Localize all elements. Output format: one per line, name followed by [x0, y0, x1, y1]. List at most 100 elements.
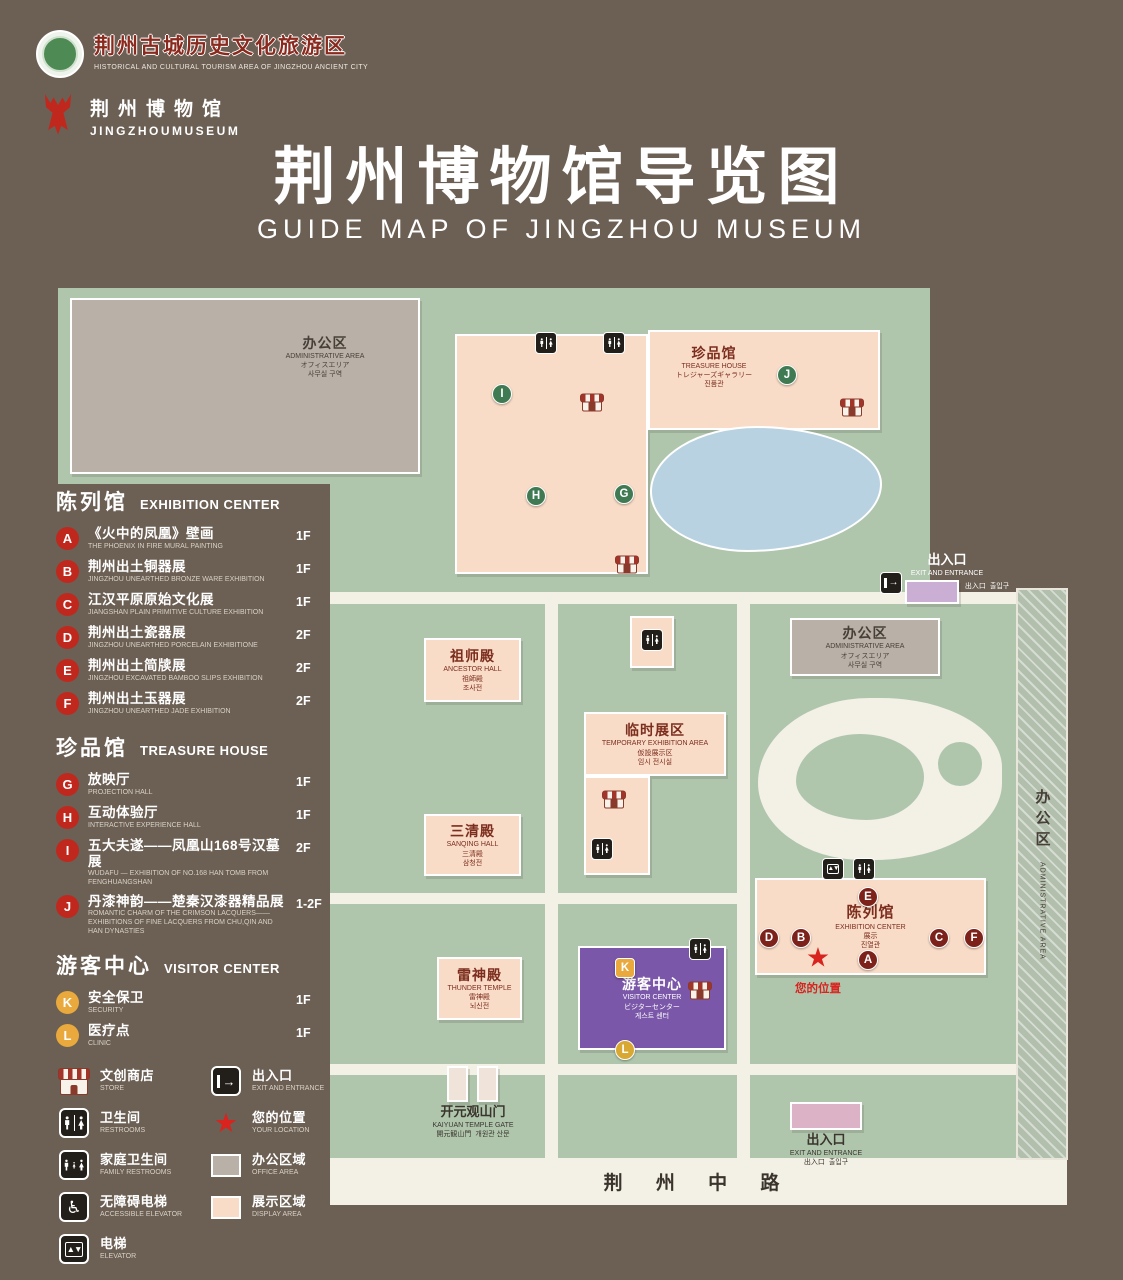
legend-item-name-cn: 江汉平原原始文化展 — [88, 592, 214, 607]
legend-item-name-en: WUDAFU — EXHIBITION OF NO.168 HAN TOMB F… — [88, 870, 269, 886]
map-store-icon — [688, 981, 712, 1000]
legend-item-letter: I — [56, 839, 79, 862]
store-icon — [58, 1067, 90, 1095]
office-area-swatch — [211, 1153, 241, 1177]
your-location-label: 您的位置 — [795, 983, 841, 995]
exit-bottom-gate — [790, 1102, 862, 1130]
building-administrative-area-topleft: 办公区 ADMINISTRATIVE AREA オフィスエリア 사무실 구역 — [70, 298, 420, 474]
map-store-icon — [602, 790, 626, 809]
legend-symbol-name-en: EXIT AND ENTRANCE — [252, 1084, 325, 1092]
legend-item-name-cn: 放映厅 — [88, 772, 130, 787]
exit-top-gate — [905, 580, 959, 604]
restroom-icon — [535, 332, 557, 354]
map-restroom-icon — [603, 332, 625, 354]
map-restroom-icon — [591, 838, 613, 860]
legend-item-name-en: INTERACTIVE EXPERIENCE HALL — [88, 821, 201, 829]
legend-item-letter: E — [56, 659, 79, 682]
legend-section-title-en: TREASURE HOUSE — [140, 743, 269, 758]
legend-item-name-en: JIANGSHAN PLAIN PRIMITIVE CULTURE EXHIBI… — [88, 608, 264, 616]
legend-item-name-cn: 荆州出土铜器展 — [88, 559, 186, 574]
legend-item-name-cn: 《火中的凤凰》壁画 — [88, 526, 214, 541]
tourism-area-title: 荆州古城历史文化旅游区 — [94, 35, 347, 58]
map-marker-I: I — [492, 384, 512, 404]
legend-item-name-en: JINGZHOU UNEARTHED PORCELAIN EXHIBITIONE — [88, 641, 258, 649]
map-marker-K: K — [615, 958, 635, 978]
legend-item-floor: 1F — [296, 775, 311, 789]
legend-section-title-cn: 珍品馆 — [56, 737, 128, 760]
legend-symbol-name-cn: 文创商店 — [100, 1067, 155, 1083]
walkway — [330, 1064, 1016, 1075]
store-icon — [580, 393, 604, 412]
legend-item-letter: L — [56, 1024, 79, 1048]
legend-symbol-name-cn: 家庭卫生间 — [100, 1151, 168, 1167]
map-store-icon — [580, 393, 604, 412]
map-store-icon — [615, 555, 639, 574]
legend-symbol-name-en: STORE — [100, 1084, 124, 1092]
museum-logo-title: 荆州博物馆 — [90, 99, 231, 120]
museum-logo-subtitle: JINGZHOUMUSEUM — [90, 124, 241, 138]
map-marker-D: D — [759, 928, 779, 948]
legend-item-name-cn: 荆州出土简牍展 — [88, 658, 186, 673]
legend-item-letter: J — [56, 894, 79, 918]
restroom-icon — [689, 938, 711, 960]
legend-item-floor: 2F — [296, 661, 311, 675]
legend-item-floor: 1F — [296, 808, 311, 822]
legend-item-floor: 1F — [296, 993, 311, 1008]
building-administrative-area-right: 办公区 ADMINISTRATIVE AREA オフィスエリア 사무실 구역 — [790, 618, 940, 676]
family-restroom-icon — [59, 1150, 89, 1181]
legend-item-name-cn: 安全保卫 — [88, 990, 144, 1006]
walkway — [330, 893, 745, 904]
map-marker-A: A — [858, 950, 878, 970]
legend-item-name-cn: 互动体验厅 — [88, 805, 158, 820]
map-marker-H: H — [526, 486, 546, 506]
legend-symbol-name-cn: 电梯 — [100, 1235, 128, 1251]
exit-icon: → — [880, 572, 902, 594]
building-sanqing-hall: 三清殿 SANQING HALL 三清殿 삼청전 — [424, 814, 521, 876]
gate-pillar — [477, 1066, 498, 1102]
garden-island — [796, 734, 924, 820]
legend-symbol-name-en: OFFICE AREA — [252, 1168, 299, 1176]
map-store-icon — [840, 398, 864, 417]
legend-symbol-name-cn: 卫生间 — [100, 1109, 141, 1125]
legend-item-letter: C — [56, 593, 79, 616]
legend-item-letter: F — [56, 692, 79, 715]
your-location-star-icon: ★ — [805, 942, 831, 973]
elevator-icon: ▲▼ — [822, 858, 844, 880]
legend-item-letter: D — [56, 626, 79, 649]
legend-section-title-en: EXHIBITION CENTER — [140, 497, 280, 512]
accessible-elevator-icon: ♿ — [59, 1192, 89, 1223]
restroom-icon — [853, 858, 875, 880]
legend-symbol-name-cn: 展示区域 — [252, 1193, 307, 1209]
legend-item-name-en: JINGZHOU UNEARTHED BRONZE WARE EXHIBITIO… — [88, 575, 265, 583]
legend-item-floor: 2F — [296, 628, 311, 642]
deer-logo-icon — [44, 94, 72, 135]
legend-item-name-cn: 荆州出土玉器展 — [88, 691, 186, 706]
page-title: 荆州博物馆导览图 — [273, 143, 850, 212]
exit-top-label: 出入口 EXIT AND ENTRANCE — [910, 552, 984, 577]
legend-item-name-en: JINGZHOU EXCAVATED BAMBOO SLIPS EXHIBITI… — [88, 674, 263, 682]
tourism-area-logo: 荆州古城历史文化旅游区 HISTORICAL AND CULTURAL TOUR… — [36, 30, 368, 78]
legend-item-floor: 1F — [296, 1026, 311, 1041]
legend-symbol-name-en: ACCESSIBLE ELEVATOR — [100, 1210, 183, 1218]
map-restroom-icon — [535, 332, 557, 354]
legend-item-floor: 1F — [296, 562, 311, 576]
road-jingzhou-middle: 荆 州 中 路 — [330, 1158, 1067, 1205]
page-subtitle: GUIDE MAP OF JINGZHOU MUSEUM — [256, 214, 867, 244]
